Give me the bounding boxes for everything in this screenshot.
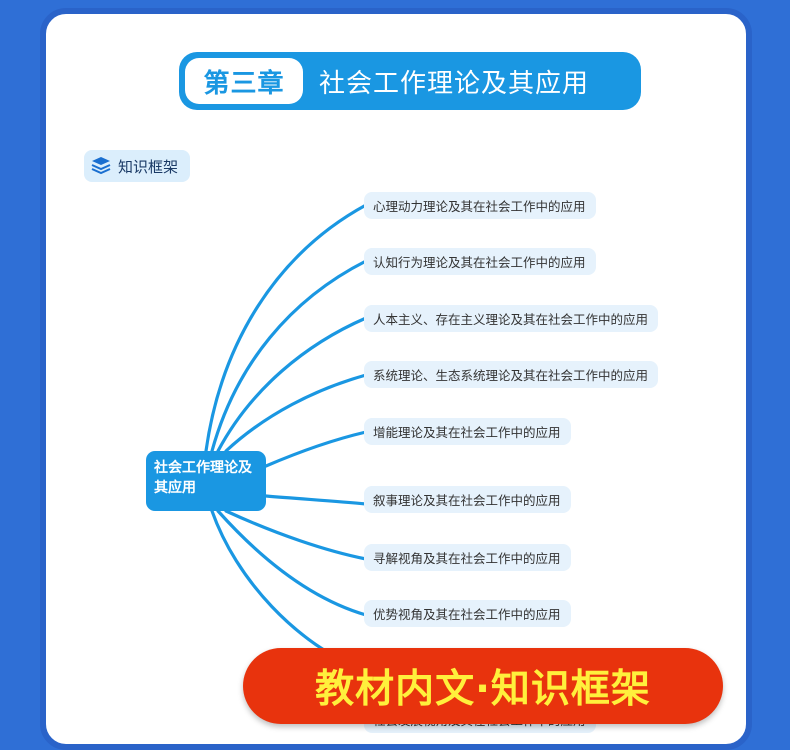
layers-icon: [91, 157, 111, 175]
chapter-title-bar: 第三章 社会工作理论及其应用: [179, 52, 641, 110]
chapter-title: 社会工作理论及其应用: [319, 68, 590, 99]
chapter-number: 第三章: [185, 58, 303, 104]
section-tag: 知识框架: [84, 150, 191, 182]
promo-banner: 教材内文·知识框架: [243, 648, 723, 724]
mindmap-branch: 寻解视角及其在社会工作中的应用: [364, 544, 571, 571]
section-tag-label: 知识框架: [118, 157, 179, 176]
mindmap-connectors: [204, 203, 368, 674]
mindmap-branch: 心理动力理论及其在社会工作中的应用: [364, 192, 596, 219]
mindmap-branch: 系统理论、生态系统理论及其在社会工作中的应用: [364, 361, 659, 388]
mindmap-branch: 叙事理论及其在社会工作中的应用: [364, 486, 571, 513]
page-frame: 第三章 社会工作理论及其应用 知识框架 社会工作理论及其应用 心理动力理论及其在…: [40, 8, 752, 750]
mindmap-branch: 优势视角及其在社会工作中的应用: [364, 600, 571, 627]
mindmap-center-node: 社会工作理论及其应用: [146, 451, 266, 511]
mindmap-branch: 增能理论及其在社会工作中的应用: [364, 418, 571, 445]
mindmap-branch: 人本主义、存在主义理论及其在社会工作中的应用: [364, 305, 659, 332]
mindmap-branch: 认知行为理论及其在社会工作中的应用: [364, 248, 596, 275]
